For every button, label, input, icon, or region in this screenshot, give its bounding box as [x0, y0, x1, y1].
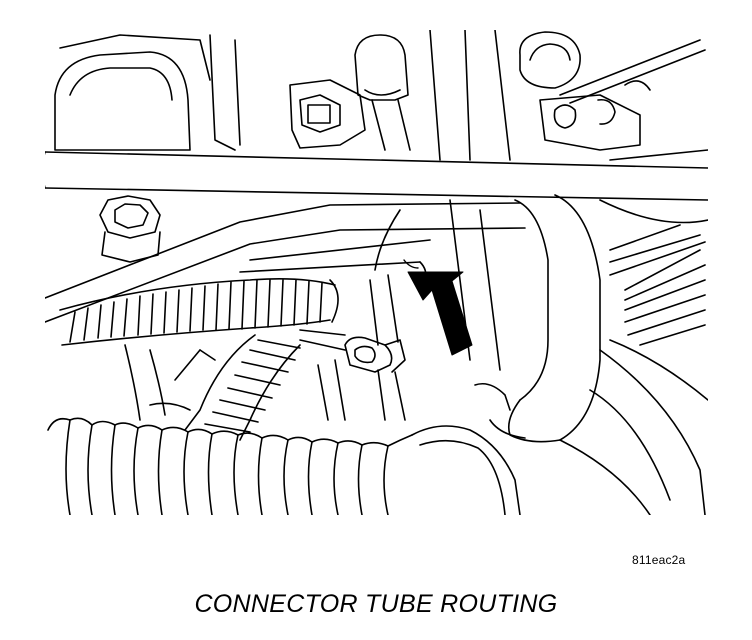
upper-right-component [519, 31, 706, 151]
corrugated-hose-horizontal [59, 277, 339, 346]
upper-center-bracket [209, 34, 411, 151]
connector-tube [45, 202, 526, 323]
corrugated-boot [47, 417, 521, 515]
corrugated-hose-curved [184, 334, 301, 441]
hex-bolt [99, 195, 161, 263]
lower-left-structure [124, 344, 346, 421]
upper-left-component [54, 34, 211, 151]
callout-arrow [403, 259, 473, 356]
tube-clip [299, 274, 406, 421]
right-panel [599, 149, 708, 401]
background-lines [374, 30, 511, 371]
engine-bay-illustration [45, 30, 708, 515]
figure-caption: CONNECTOR TUBE ROUTING [194, 590, 558, 618]
lower-right-panel [559, 349, 706, 515]
crossmember-rails [45, 151, 708, 201]
vertical-hose [474, 194, 601, 443]
figure-reference-code: 811eac2a [632, 553, 686, 567]
